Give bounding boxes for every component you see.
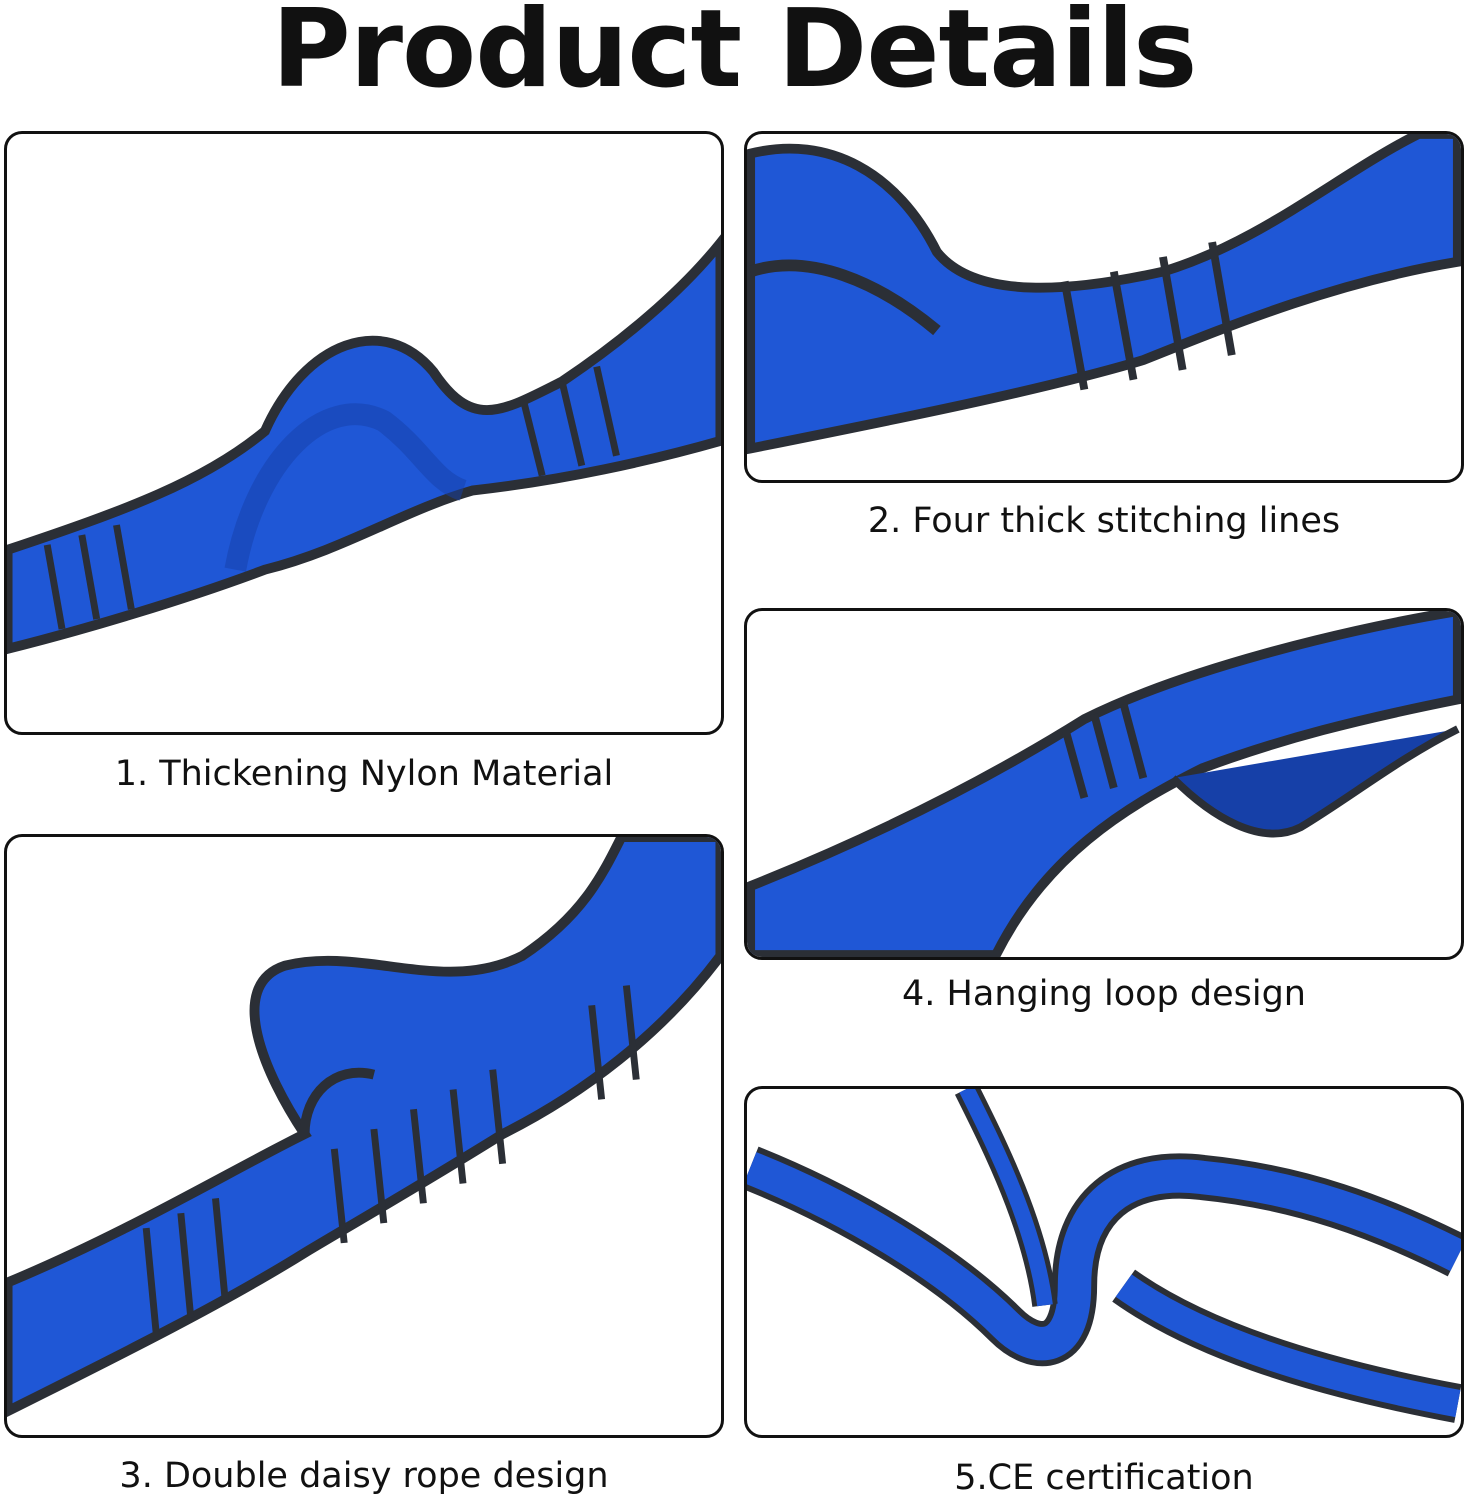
product-photo-nylon-material [4,131,724,735]
page-title: Product Details [271,0,1198,112]
strap-illustration [7,234,721,655]
product-photo-ce-certification [744,1086,1464,1438]
product-photo-hanging-loop [744,608,1464,960]
caption-ce-certification: 5.CE certification [954,1458,1254,1498]
caption-daisy-rope: 3. Double daisy rope design [119,1456,609,1496]
caption-nylon-material: 1. Thickening Nylon Material [114,754,614,794]
strap-illustration [747,1089,1461,1423]
product-photo-daisy-rope [4,834,724,1438]
strap-illustration [747,611,1461,957]
caption-hanging-loop: 4. Hanging loop design [902,974,1306,1014]
strap-illustration [747,134,1461,455]
caption-stitching-lines: 2. Four thick stitching lines [867,501,1341,541]
product-photo-stitching-lines [744,131,1464,483]
strap-illustration [7,837,721,1418]
